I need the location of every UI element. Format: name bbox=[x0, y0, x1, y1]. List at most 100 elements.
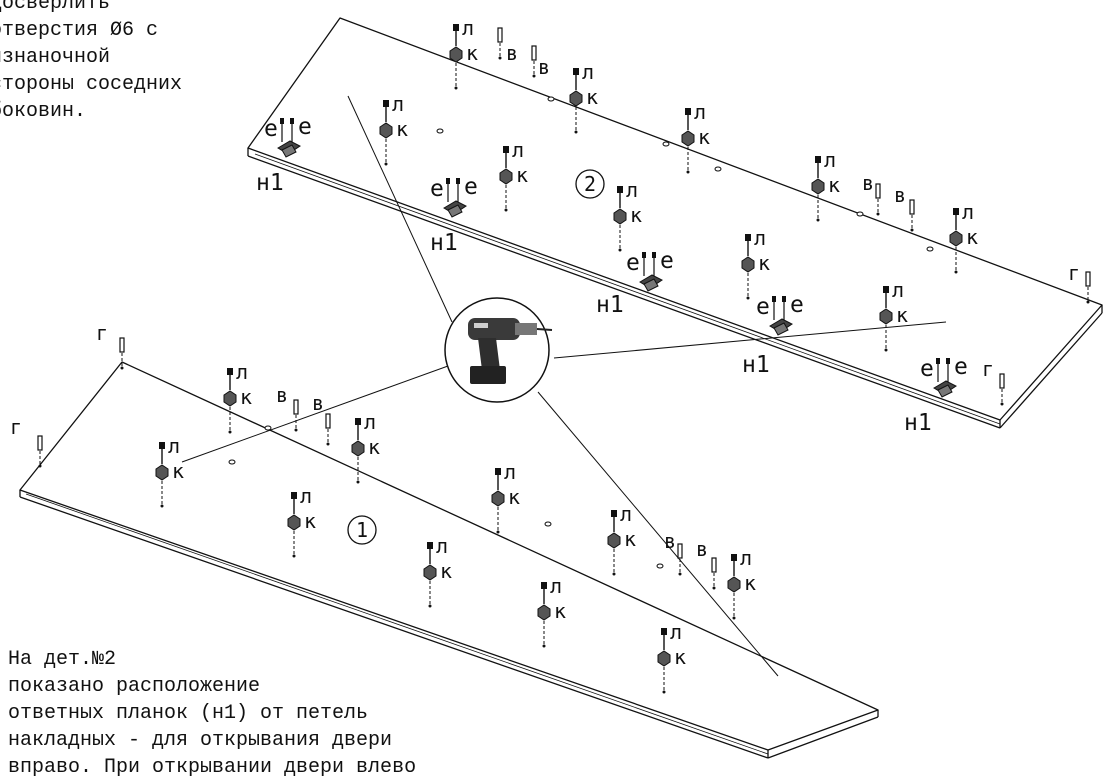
label-l: л bbox=[462, 16, 474, 40]
label-n1: н1 bbox=[430, 230, 458, 256]
label-k: к bbox=[368, 435, 380, 459]
label-l: л bbox=[754, 226, 766, 250]
label-g: г bbox=[982, 357, 994, 381]
label-n1: н1 bbox=[904, 410, 932, 436]
label-g: г bbox=[1068, 261, 1080, 285]
label-l: л bbox=[694, 100, 706, 124]
label-n1: н1 bbox=[596, 292, 624, 318]
label-l: л bbox=[504, 460, 516, 484]
screw-cam-fitting bbox=[223, 368, 237, 434]
label-k: к bbox=[508, 485, 520, 509]
strike-plate bbox=[769, 296, 793, 336]
label-l: л bbox=[300, 484, 312, 508]
label-l: л bbox=[436, 534, 448, 558]
label-n1: н1 bbox=[256, 170, 284, 196]
label-g: г bbox=[10, 415, 22, 439]
label-e: е bbox=[954, 354, 968, 380]
screw-cam-fitting bbox=[287, 492, 301, 558]
screw-cam-fitting bbox=[569, 68, 583, 134]
label-v: в bbox=[894, 183, 906, 207]
dowel-pin bbox=[999, 373, 1005, 406]
dowel-pin bbox=[531, 45, 537, 78]
label-e: е bbox=[430, 176, 444, 202]
label-e: е bbox=[756, 294, 770, 320]
label-k: к bbox=[586, 85, 598, 109]
screw-cam-fitting bbox=[537, 582, 551, 648]
screw-cam-fitting bbox=[607, 510, 621, 576]
label-e: е bbox=[660, 248, 674, 274]
strike-plate bbox=[639, 252, 663, 292]
label-l: л bbox=[670, 620, 682, 644]
label-n1: н1 bbox=[742, 352, 770, 378]
label-v: в bbox=[664, 529, 676, 553]
dowel-pin bbox=[909, 199, 915, 232]
screw-cam-fitting bbox=[499, 146, 513, 212]
label-k: к bbox=[466, 41, 478, 65]
label-k: к bbox=[630, 203, 642, 227]
screw-cam-fitting bbox=[681, 108, 695, 174]
screw-cam-fitting bbox=[727, 554, 741, 620]
label-k: к bbox=[896, 303, 908, 327]
screw-cam-fitting bbox=[379, 100, 393, 166]
screw-cam-fitting bbox=[949, 208, 963, 274]
label-l: л bbox=[392, 92, 404, 116]
screw-cam-fitting bbox=[657, 628, 671, 694]
label-e: е bbox=[464, 174, 478, 200]
leader-lines bbox=[181, 95, 947, 677]
label-k: к bbox=[624, 527, 636, 551]
svg-text:2: 2 bbox=[584, 172, 596, 196]
fittings bbox=[37, 24, 1091, 694]
strike-plate bbox=[277, 118, 301, 158]
label-l: л bbox=[364, 410, 376, 434]
screw-cam-fitting bbox=[155, 442, 169, 508]
label-l: л bbox=[962, 200, 974, 224]
label-k: к bbox=[744, 571, 756, 595]
label-e: е bbox=[264, 116, 278, 142]
dowel-pin bbox=[293, 399, 299, 432]
part-number-2: 2 bbox=[575, 169, 605, 199]
label-l: л bbox=[582, 60, 594, 84]
dowel-pin bbox=[497, 27, 503, 60]
label-e: е bbox=[298, 114, 312, 140]
label-l: л bbox=[236, 360, 248, 384]
note-top: досверлить отверстия Ø6 с изнаночной сто… bbox=[0, 0, 183, 123]
label-k: к bbox=[966, 225, 978, 249]
screw-cam-fitting bbox=[879, 286, 893, 352]
label-l: л bbox=[550, 574, 562, 598]
label-l: л bbox=[824, 148, 836, 172]
label-v: в bbox=[696, 537, 708, 561]
label-k: к bbox=[396, 117, 408, 141]
label-k: к bbox=[698, 125, 710, 149]
label-l: л bbox=[512, 138, 524, 162]
label-k: к bbox=[674, 645, 686, 669]
strike-plate bbox=[933, 358, 957, 398]
strike-plate bbox=[443, 178, 467, 218]
label-l: л bbox=[620, 502, 632, 526]
label-k: к bbox=[172, 459, 184, 483]
label-l: л bbox=[740, 546, 752, 570]
screw-cam-fitting bbox=[423, 542, 437, 608]
part-number-1: 1 bbox=[347, 515, 377, 545]
label-v: в bbox=[538, 55, 550, 79]
label-v: в bbox=[506, 41, 518, 65]
dowel-pin bbox=[677, 543, 683, 576]
drill-callout bbox=[444, 297, 553, 403]
label-e: е bbox=[920, 356, 934, 382]
screw-cam-fitting bbox=[613, 186, 627, 252]
label-k: к bbox=[516, 163, 528, 187]
dowel-pin bbox=[1085, 271, 1091, 304]
label-v: в bbox=[312, 391, 324, 415]
dowel-pin bbox=[325, 413, 331, 446]
label-k: к bbox=[304, 509, 316, 533]
label-k: к bbox=[554, 599, 566, 623]
dowel-pin bbox=[119, 337, 125, 370]
screw-cam-fitting bbox=[811, 156, 825, 222]
screw-cam-fitting bbox=[741, 234, 755, 300]
label-k: к bbox=[440, 559, 452, 583]
label-v: в bbox=[862, 171, 874, 195]
label-l: л bbox=[168, 434, 180, 458]
label-k: к bbox=[240, 385, 252, 409]
dowel-pin bbox=[711, 557, 717, 590]
